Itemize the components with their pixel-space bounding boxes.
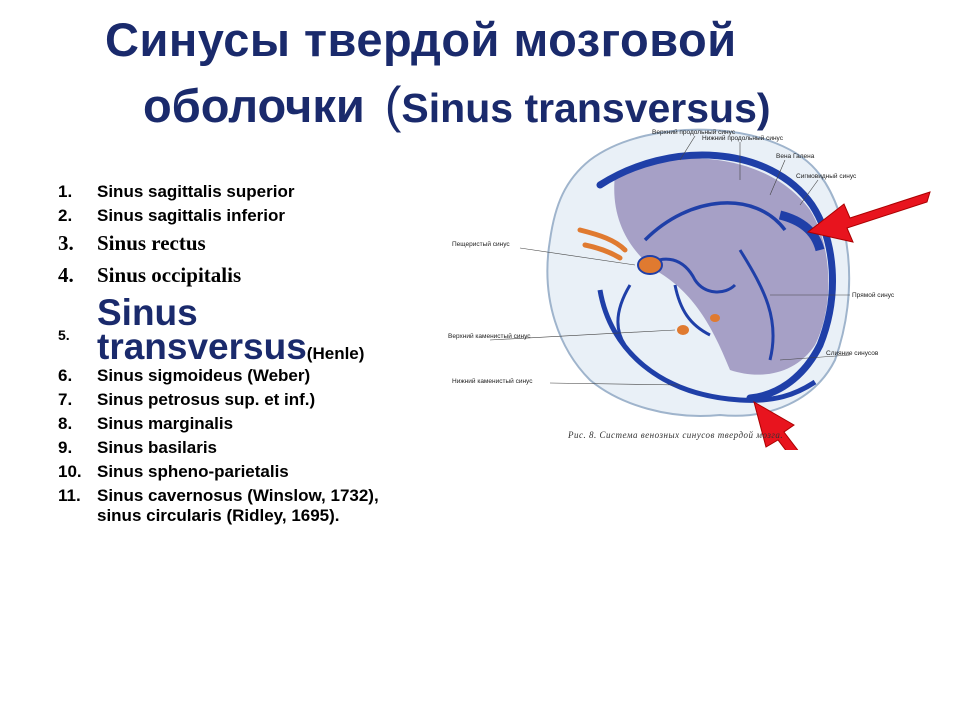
arrow-upper	[806, 191, 931, 243]
list-number: 9.	[58, 438, 73, 457]
list-text: Sinus sagittalis inferior	[97, 206, 285, 225]
list-text: Sinus petrosus sup. et inf.)	[97, 390, 316, 409]
list-item: 4. Sinus occipitalis	[58, 262, 398, 288]
sinus-illustration: Верхний продольный синус Нижний продольн…	[448, 128, 931, 450]
list-number: 10.	[58, 462, 82, 481]
list-number: 11.	[58, 486, 81, 505]
list-number: 1.	[58, 182, 73, 201]
sinus-list: 1. Sinus sagittalis superior 2. Sinus sagi…	[58, 182, 398, 530]
title-line-2: оболочки (Sinus transversus)	[143, 76, 771, 134]
list-text: Sinus rectus	[97, 231, 206, 255]
list-text: Sinus marginalis	[97, 414, 234, 433]
list-number: 8.	[58, 414, 73, 433]
brain-area	[614, 158, 829, 375]
sinus-sagittalis-inferior	[643, 201, 787, 242]
list-text: Sinus cavernosus (Winslow, 1732), sinus …	[97, 486, 379, 525]
label-sup-sagittal: Верхний продольный синус	[652, 128, 736, 136]
list-number: 6.	[58, 366, 73, 385]
title-word: оболочки	[143, 79, 365, 132]
title-line-1: Синусы твердой мозговой	[105, 13, 737, 66]
list-item: 11. Sinus cavernosus (Winslow, 1732), sin…	[58, 486, 398, 526]
list-item: 9. Sinus basilaris	[58, 438, 398, 458]
list-number: 3.	[58, 231, 74, 255]
list-number: 5.	[58, 327, 70, 343]
label-sup-petrosal: Верхний каменистый синус	[448, 332, 531, 340]
list-item: 3. Sinus rectus	[58, 230, 398, 256]
list-item: 2. Sinus sagittalis inferior	[58, 206, 398, 226]
label-galen: Вена Галена	[776, 153, 815, 160]
list-text: Sinus sagittalis superior	[97, 182, 295, 201]
sinus-rectus	[738, 249, 775, 361]
orbital-veins	[577, 227, 628, 261]
title-latin: Sinus transversus)	[401, 85, 771, 131]
sinus-sigmoideus	[778, 210, 825, 252]
label-straight: Прямой синус	[852, 291, 895, 299]
list-item: 10. Sinus spheno-parietalis	[58, 462, 398, 482]
petrosal-blob-2	[710, 314, 720, 322]
sinus-transversus	[597, 289, 817, 403]
list-number: 4.	[58, 263, 74, 287]
list-item-highlight: 5. Sinus transversus(Henle)	[58, 294, 398, 365]
label-cavernous: Пещеристый синус	[452, 240, 510, 248]
list-note: (Henle)	[306, 344, 365, 363]
list-item: 1. Sinus sagittalis superior	[58, 182, 398, 202]
figure-caption: Рис. 8. Система венозных синусов твердой…	[568, 430, 784, 440]
label-confluence: Слияние синусов	[826, 350, 879, 357]
label-sigmoid: Сигмовидный синус	[796, 172, 857, 180]
list-item: 6. Sinus sigmoideus (Weber)	[58, 366, 398, 386]
list-text: Sinus transversus	[97, 292, 307, 367]
list-number: 2.	[58, 206, 73, 225]
label-inf-sagittal: Нижний продольный синус	[702, 134, 784, 142]
petrosal-blob	[677, 325, 689, 335]
list-item: 7. Sinus petrosus sup. et inf.)	[58, 390, 398, 410]
list-text: Sinus basilaris	[97, 438, 217, 457]
list-text: Sinus sigmoideus (Weber)	[97, 366, 311, 385]
label-inf-petrosal: Нижний каменистый синус	[452, 377, 533, 385]
arrow-lower	[753, 400, 799, 450]
list-number: 7.	[58, 390, 73, 409]
list-text: Sinus spheno-parietalis	[97, 462, 289, 481]
cavernous-sinus-blob	[637, 255, 663, 275]
list-item: 8. Sinus marginalis	[58, 414, 398, 434]
list-text: Sinus occipitalis	[97, 263, 242, 287]
title-paren: (	[384, 77, 402, 133]
